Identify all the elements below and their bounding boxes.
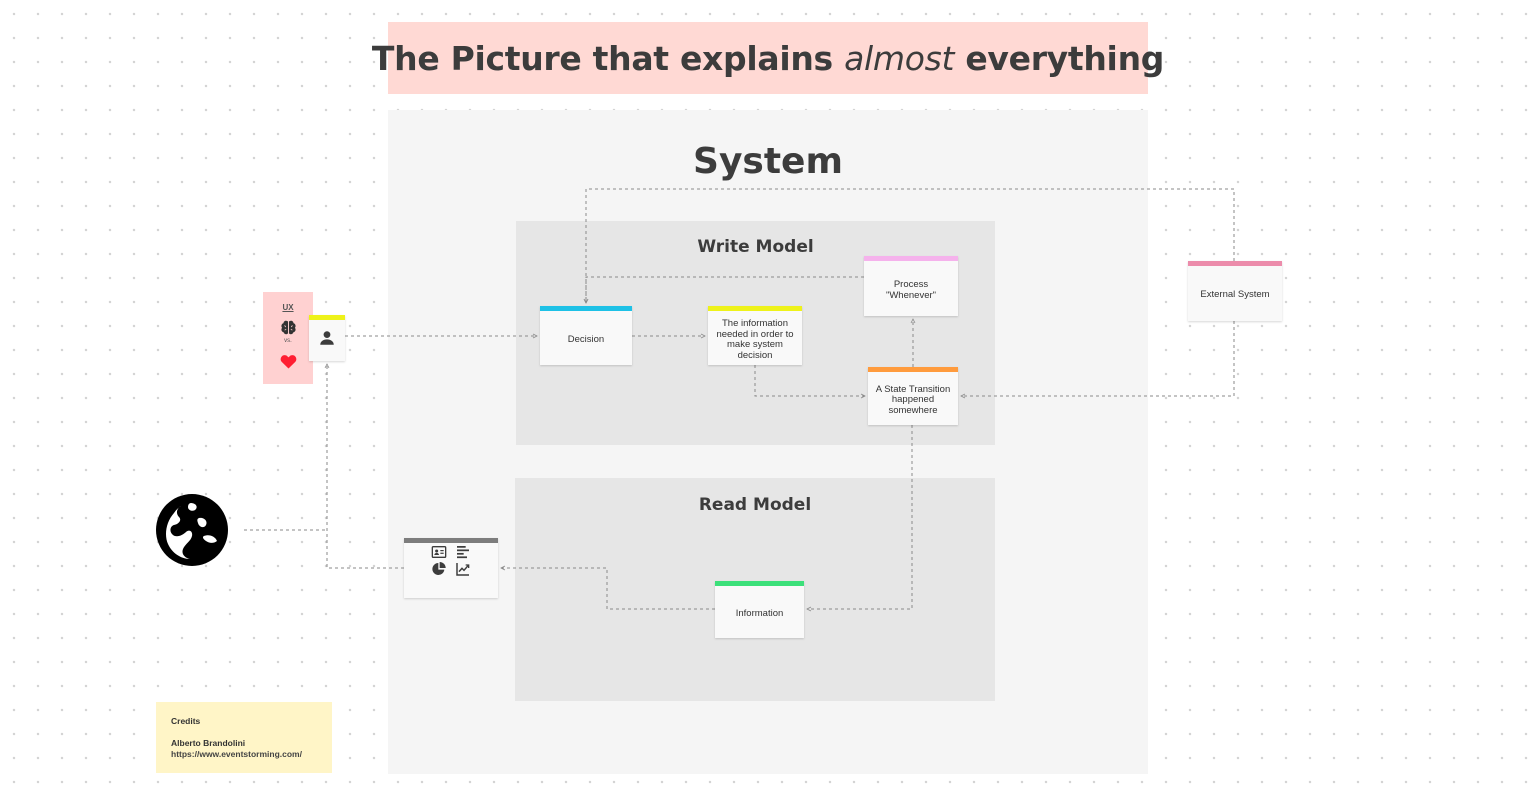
external-system-sticky[interactable]: External System <box>1188 261 1282 321</box>
external-system-label: External System <box>1200 289 1270 301</box>
process-text: Process "Whenever" <box>885 279 937 301</box>
vs-label: vs. <box>284 338 292 344</box>
write-model-label: Write Model <box>697 237 814 257</box>
read-model-view-sticky[interactable] <box>404 538 498 598</box>
credits-url[interactable]: https://www.eventstorming.com/ <box>171 749 302 759</box>
info-needed-text: The information needed in order to make … <box>716 318 794 361</box>
trend-icon <box>456 563 470 576</box>
title-banner: The Picture that explains almost everyth… <box>372 22 1164 94</box>
process-sticky[interactable]: Process "Whenever" <box>864 256 958 316</box>
pie-chart-icon <box>432 562 446 575</box>
heart-icon <box>280 355 297 369</box>
id-card-icon <box>431 546 447 558</box>
state-transition-text: A State Transition happened somewhere <box>875 383 951 416</box>
ux-box[interactable] <box>263 292 313 384</box>
read-model-label: Read Model <box>698 495 812 515</box>
decision-label: Decision <box>567 333 605 345</box>
info-needed-sticky[interactable]: The information needed in order to make … <box>708 306 802 365</box>
credits-note[interactable]: Credits Alberto Brandolini https://www.e… <box>156 702 332 773</box>
decision-sticky[interactable]: Decision <box>540 306 632 365</box>
state-transition-sticky[interactable]: A State Transition happened somewhere <box>868 367 958 425</box>
user-icon <box>320 331 334 345</box>
information-sticky[interactable]: Information <box>715 581 804 638</box>
page-title: The Picture that explains almost everyth… <box>371 38 1165 78</box>
credits-author: Alberto Brandolini <box>171 738 246 748</box>
bars-icon <box>457 546 469 559</box>
credits-heading: Credits <box>171 716 201 726</box>
information-label: Information <box>735 607 784 619</box>
brain-icon <box>281 320 296 335</box>
system-label: System <box>693 141 843 182</box>
globe-icon[interactable] <box>155 493 229 567</box>
ux-label: UX <box>282 303 294 312</box>
title-emphasis: almost <box>844 38 955 78</box>
